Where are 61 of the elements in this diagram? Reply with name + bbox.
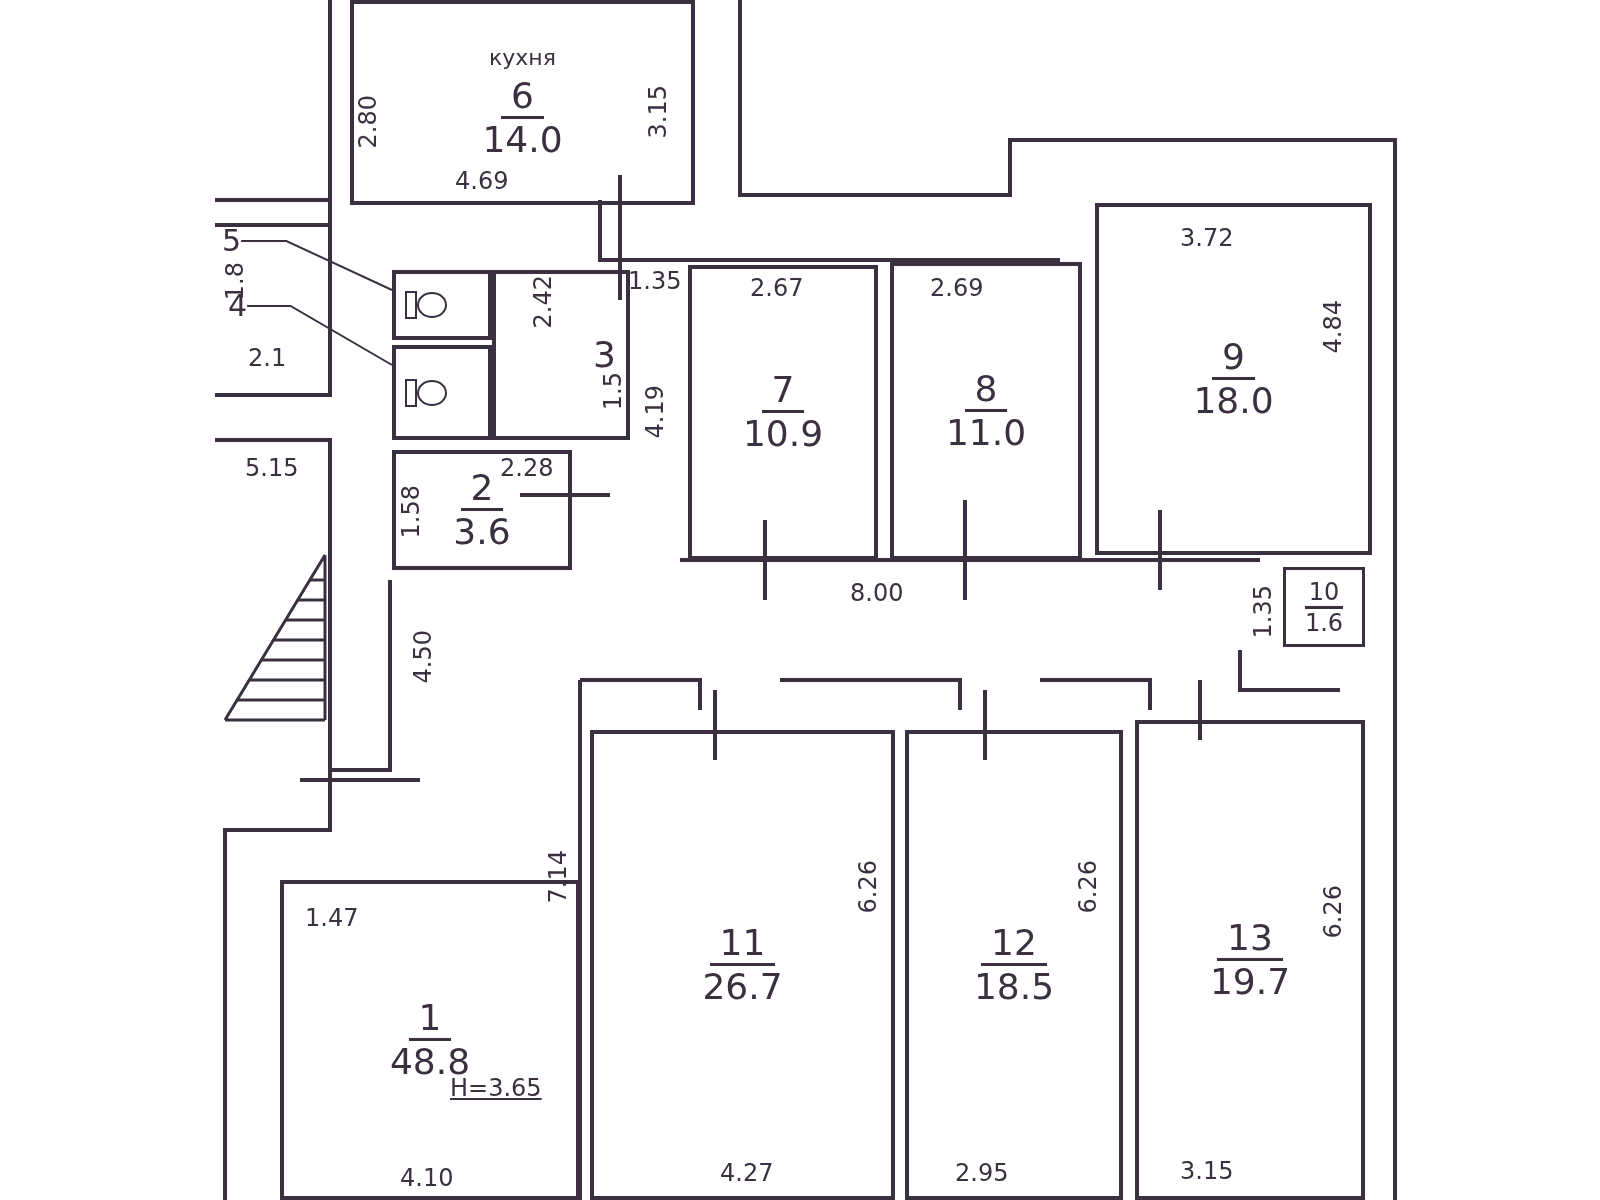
room-outline [392, 450, 572, 570]
toilet-stall [392, 270, 492, 340]
dimension-label: 3.15 [645, 85, 671, 139]
room-number: 8 [964, 368, 1008, 412]
room-number: 6 [501, 75, 544, 119]
room-number: 10 [1304, 577, 1344, 609]
room-outline [350, 0, 695, 205]
room-name: кухня [489, 44, 556, 70]
room-outline [1283, 567, 1365, 647]
toilet-stall [392, 345, 492, 440]
room-number: 7 [761, 370, 805, 413]
room-area: 26.7 [702, 965, 783, 1008]
dimension-label: 2.1 [248, 345, 287, 371]
room-outline [492, 270, 630, 440]
dimension-label: 1.58 [398, 485, 424, 539]
leader-line [246, 305, 393, 366]
dimension-label: 6.26 [855, 860, 881, 914]
dimension-label: 1.47 [305, 905, 359, 931]
room-area: 19.7 [1209, 960, 1291, 1003]
room-outline [590, 730, 895, 1200]
dimension-label: 4.50 [410, 630, 436, 684]
leader-line [240, 240, 393, 291]
room-area: 10.9 [742, 413, 824, 455]
room-area: 18.5 [973, 965, 1055, 1008]
room-number: 5 [222, 225, 242, 257]
room-number: 11 [709, 922, 776, 966]
room-number: 1 [408, 997, 452, 1041]
dimension-label: 2.67 [750, 275, 804, 301]
dimension-label: 7.14 [545, 850, 571, 904]
dimension-label: 1.35 [628, 268, 682, 294]
dimension-label: 2.80 [355, 95, 381, 149]
dimension-label: 1.5 [600, 372, 626, 411]
room-area: 1.6 [1300, 608, 1348, 637]
dimension-label: 4.19 [642, 385, 668, 439]
dimension-label: 6.26 [1320, 885, 1346, 939]
dimension-label: 4.27 [720, 1160, 774, 1186]
dimension-label: 3.72 [1180, 225, 1234, 251]
room-outline [1135, 720, 1365, 1200]
dimension-label: 2.69 [930, 275, 984, 301]
dimension-label: 4.10 [400, 1165, 454, 1191]
dimension-label: 3.15 [1180, 1158, 1234, 1184]
dimension-label: 5.15 [245, 455, 299, 481]
room-area: 18.0 [1193, 379, 1274, 422]
room-outline [905, 730, 1123, 1200]
dimension-label: 2.42 [530, 275, 556, 329]
dimension-label: 4.69 [455, 168, 509, 194]
dimension-label: 6.26 [1075, 860, 1101, 914]
room-number: 9 [1212, 336, 1255, 380]
dimension-label: 4.84 [1320, 300, 1346, 354]
room-outline [890, 262, 1082, 560]
room-number: 12 [981, 922, 1047, 966]
room-area: 14.0 [482, 118, 563, 161]
room-area: 11.0 [945, 411, 1027, 454]
dimension-label: 2.95 [955, 1160, 1009, 1186]
room-area: 3.6 [453, 510, 511, 553]
dimension-label: 1.35 [1250, 585, 1276, 639]
room-outline [1095, 203, 1372, 555]
room-outline [688, 265, 878, 560]
room-number: 3 [592, 335, 616, 375]
room-number: 13 [1217, 917, 1283, 961]
dimension-label: 8.00 [850, 580, 904, 606]
